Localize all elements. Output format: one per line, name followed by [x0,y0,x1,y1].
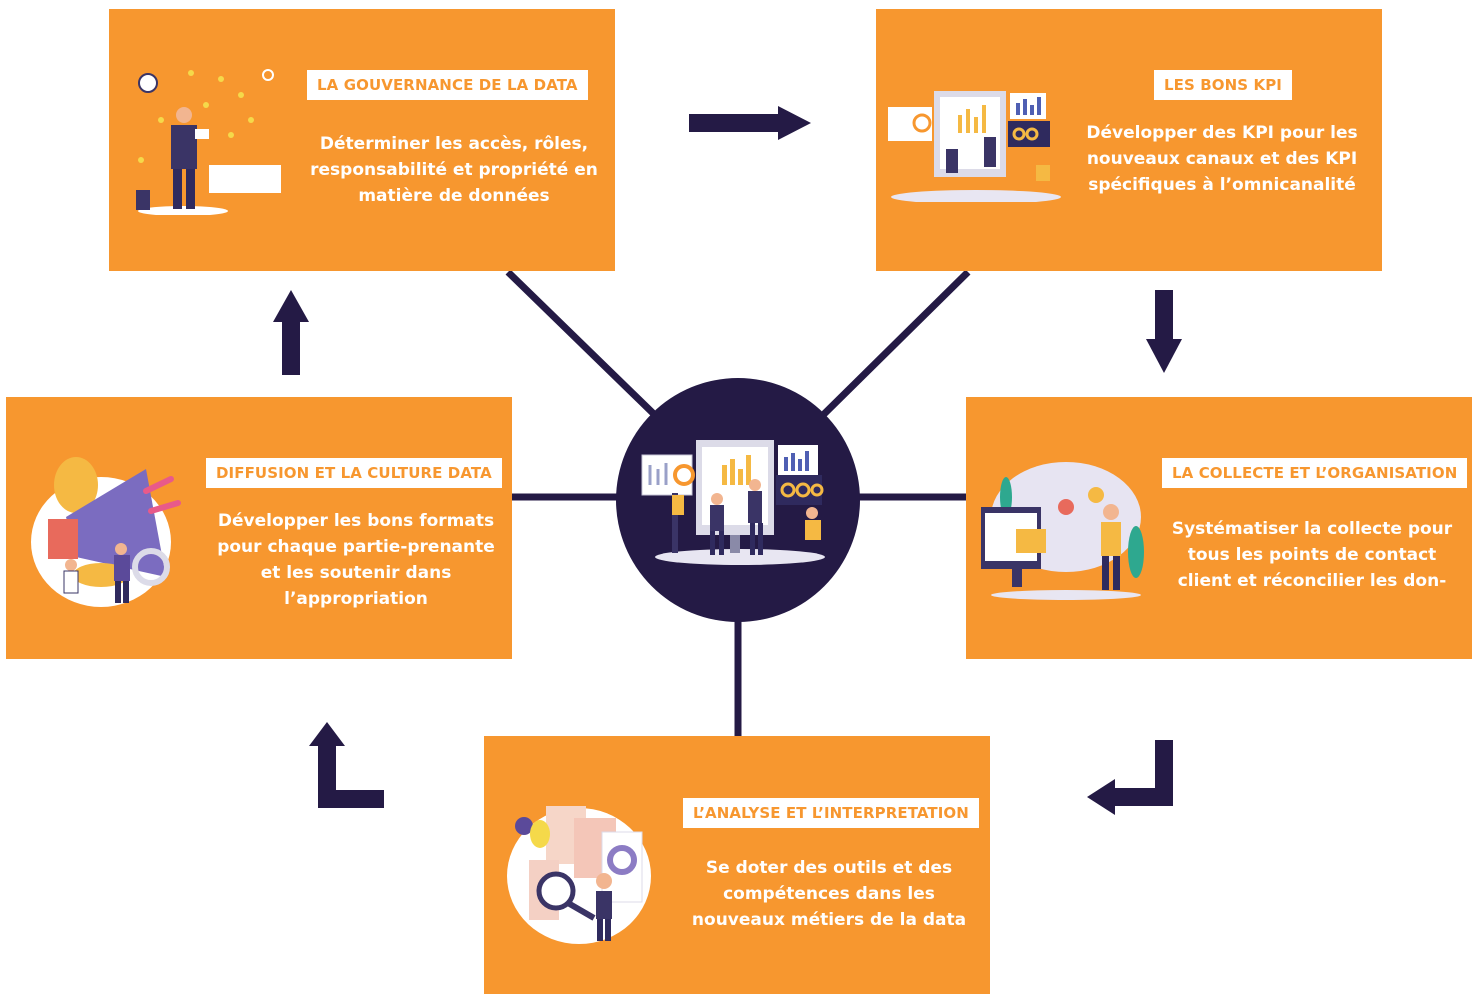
data-collection-icon [981,462,1144,600]
step-title: LA COLLECTE ET L’ORGANISATION [1162,458,1468,488]
step-governance: LA GOUVERNANCE DE LA DATA Déterminer les… [109,9,615,271]
governance-person-icon [136,69,281,215]
step-title: LA GOUVERNANCE DE LA DATA [307,70,588,100]
step-title: L’ANALYSE ET L’INTERPRETATION [683,798,979,828]
arrow-up-icon [273,290,309,375]
megaphone-icon [31,457,181,607]
step-description: Déterminer les accès, rôles, responsabil… [310,134,598,206]
arrow-down-icon [1146,290,1182,373]
step-description: Se doter des outils et des compétences d… [691,858,967,930]
step-title: DIFFUSION ET LA CULTURE DATA [206,458,502,488]
step-collecte: LA COLLECTE ET L’ORGANISATION Systématis… [966,397,1472,659]
arrow-turn-left-icon [1087,740,1173,815]
step-analyse: L’ANALYSE ET L’INTERPRETATION Se doter d… [484,736,990,994]
analysis-magnifier-icon [507,806,651,944]
step-description: Développer des KPI pour les nouveaux can… [1086,123,1358,195]
step-description: Systématiser la collecte pour tous les p… [1171,519,1453,591]
arrow-right-icon [689,106,811,140]
connector-kpi [815,269,971,423]
connector-governance [505,269,663,423]
arrow-turn-up-icon [309,722,384,808]
step-title: LES BONS KPI [1154,70,1292,100]
step-kpi: LES BONS KPI Développer des KPI pour les… [876,9,1382,271]
kpi-dashboard-icon [888,91,1061,202]
step-description: Développer les bons formats pour chaque … [217,511,495,609]
data-dashboard-team-icon [641,440,825,565]
step-diffusion: DIFFUSION ET LA CULTURE DATA Développer … [6,397,512,659]
